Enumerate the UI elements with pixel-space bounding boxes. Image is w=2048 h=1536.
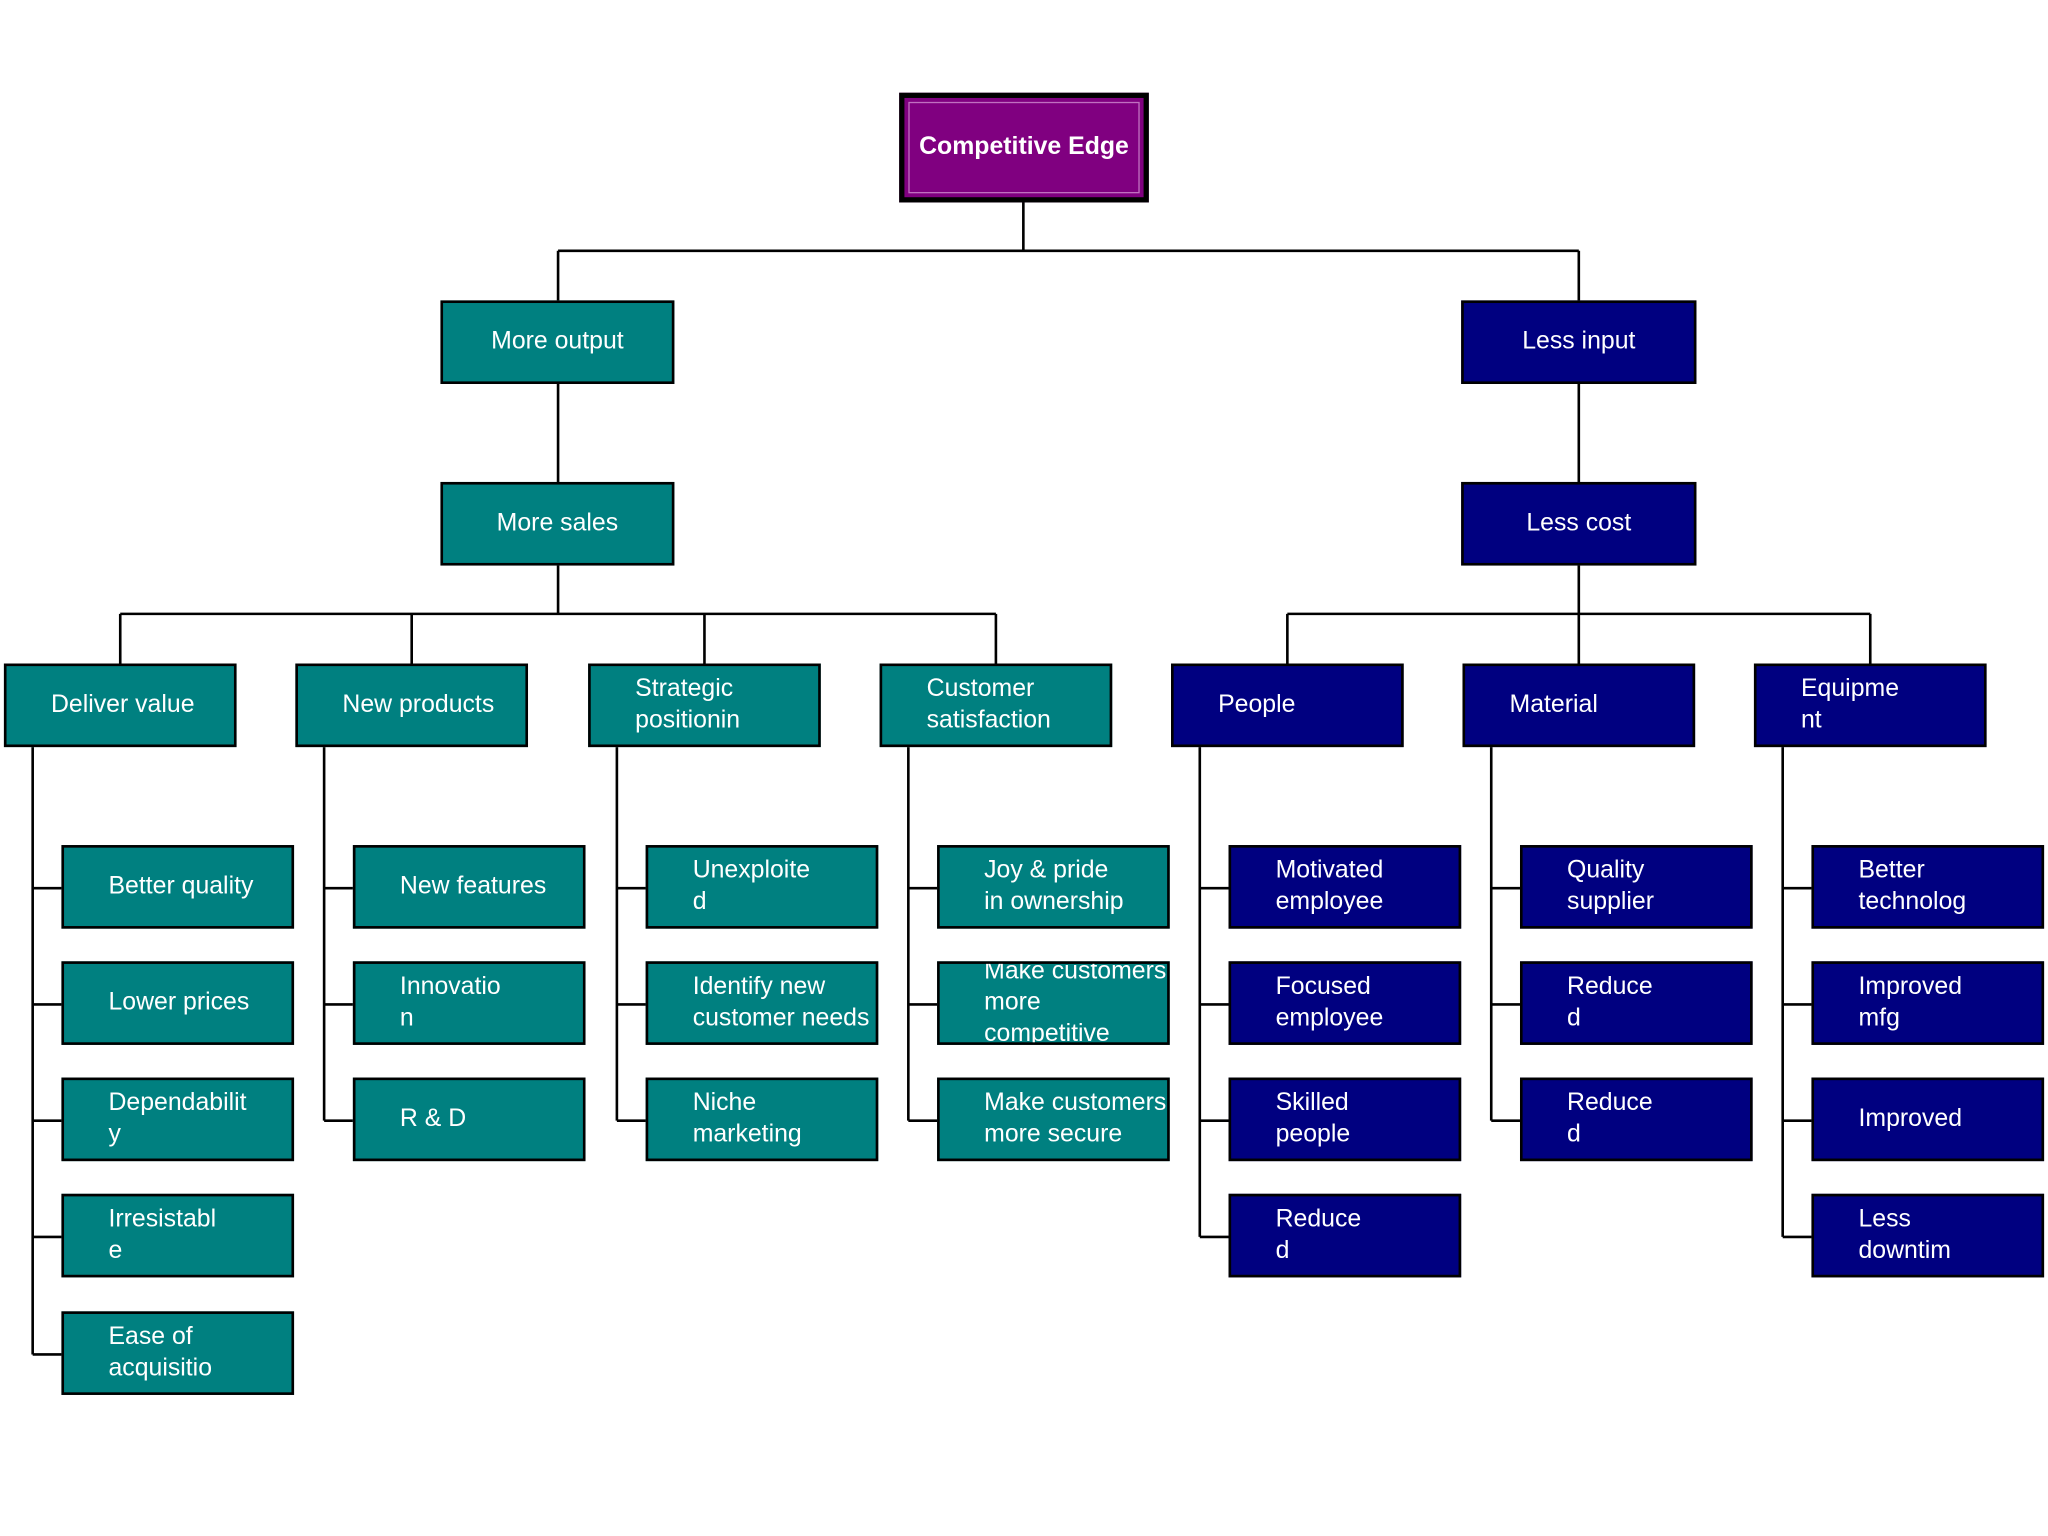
group-deliver-value-item-2: Lower prices — [61, 961, 295, 1045]
group-new-products-label: New products — [342, 690, 495, 719]
group-equipment-item-3: Improved — [1811, 1077, 2045, 1162]
group-new-products: New products — [295, 663, 529, 748]
group-people: People — [1171, 663, 1404, 748]
node-more-output: More output — [440, 300, 675, 384]
node-more-sales-label: More sales — [496, 509, 619, 537]
node-more-sales: More sales — [440, 481, 675, 566]
node-less-cost: Less cost — [1461, 481, 1697, 566]
root-node: Competitive Edge — [899, 92, 1149, 203]
node-less-input-label: Less input — [1522, 327, 1636, 356]
node-less-cost-label: Less cost — [1526, 509, 1632, 537]
group-new-products-item-1: New features — [352, 845, 586, 929]
group-deliver-value-item-2-label: Lower prices — [108, 988, 250, 1017]
group-equipment-item-3-label: Improved — [1858, 1104, 1963, 1133]
group-material: Material — [1462, 663, 1696, 748]
group-new-products-item-1-label: New features — [399, 872, 547, 900]
node-more-output-label: More output — [491, 327, 624, 356]
group-new-products-item-3-label: R & D — [399, 1104, 467, 1133]
node-less-input: Less input — [1461, 300, 1697, 384]
group-deliver-value-label: Deliver value — [50, 690, 195, 719]
group-deliver-value-item-1: Better quality — [61, 845, 295, 929]
group-deliver-value-item-1-label: Better quality — [108, 872, 254, 900]
group-people-label: People — [1218, 690, 1296, 719]
root-label: Competitive Edge — [908, 101, 1140, 194]
group-deliver-value: Deliver value — [3, 663, 237, 748]
group-material-label: Material — [1509, 690, 1598, 719]
group-new-products-item-3: R & D — [352, 1077, 586, 1162]
